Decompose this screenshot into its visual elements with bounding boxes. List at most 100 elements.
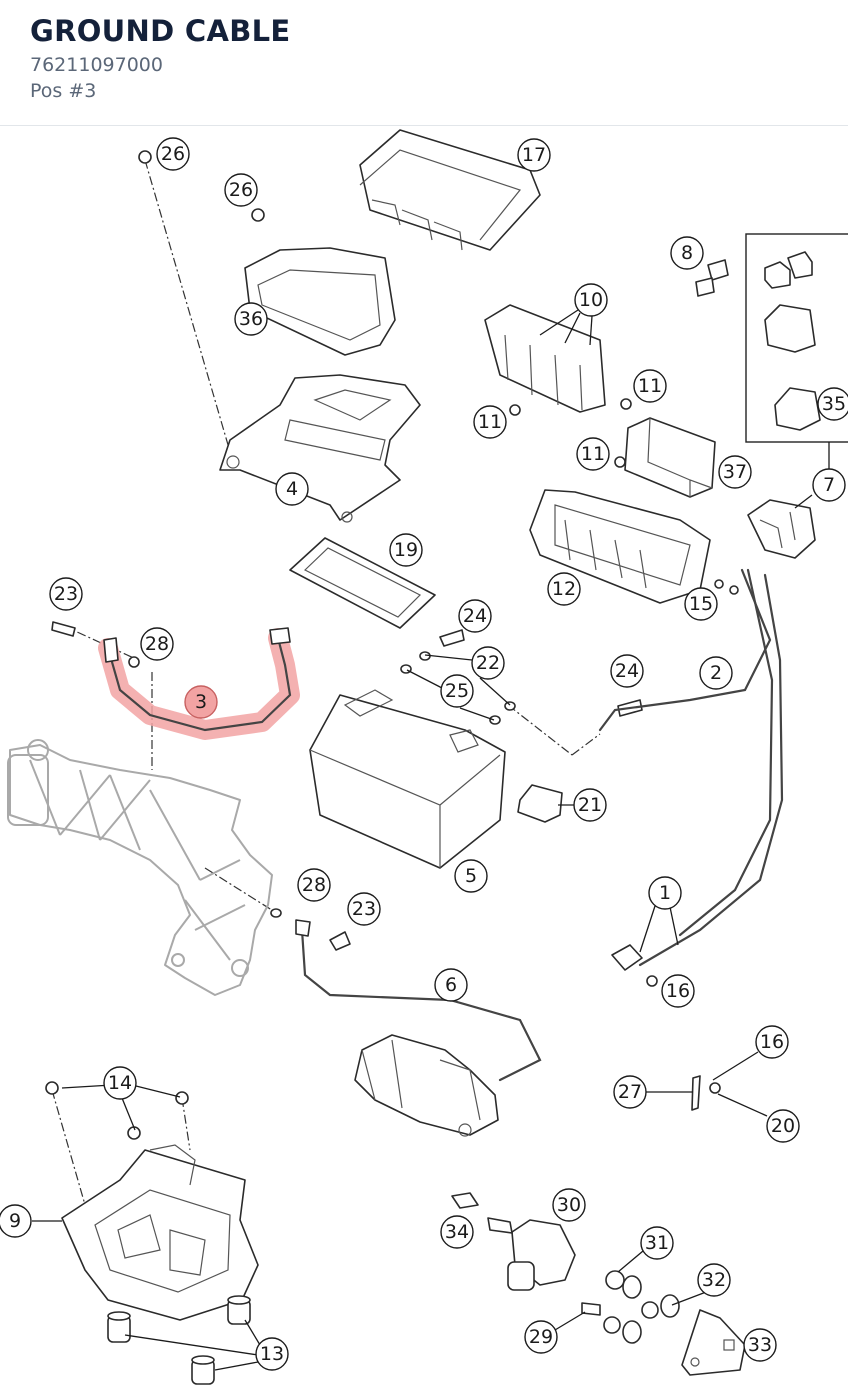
callout-35[interactable]: 35 (817, 387, 848, 421)
callout-9[interactable]: 9 (0, 1204, 32, 1238)
battery (309, 689, 506, 869)
ground-cable-highlight (98, 627, 300, 740)
callout-24a[interactable]: 24 (458, 599, 492, 633)
sensor-switch (507, 1219, 576, 1291)
callout-3[interactable]: 3 (184, 685, 218, 719)
callout-22[interactable]: 22 (471, 646, 505, 680)
ecu-holder (244, 247, 396, 356)
callout-20[interactable]: 20 (766, 1109, 800, 1143)
svg-text:5: 5 (465, 865, 477, 887)
svg-text:14: 14 (108, 1072, 132, 1094)
svg-text:25: 25 (445, 680, 469, 702)
svg-text:24: 24 (463, 605, 487, 627)
callout-14[interactable]: 14 (103, 1066, 137, 1100)
part-title: GROUND CABLE (30, 14, 291, 48)
callout-8[interactable]: 8 (670, 236, 704, 270)
mounting-plate (219, 374, 421, 523)
callout-36[interactable]: 36 (234, 302, 268, 336)
callout-37[interactable]: 37 (718, 455, 752, 489)
callout-26b[interactable]: 26 (224, 173, 258, 207)
starter-motor (354, 1034, 499, 1137)
svg-text:29: 29 (529, 1326, 553, 1348)
callout-31[interactable]: 31 (640, 1226, 674, 1260)
rubber-pad (289, 537, 436, 629)
svg-text:33: 33 (748, 1334, 772, 1356)
callout-11a[interactable]: 11 (633, 369, 667, 403)
callout-28b[interactable]: 28 (297, 868, 331, 902)
svg-text:23: 23 (54, 583, 78, 605)
callout-26a[interactable]: 26 (156, 137, 190, 171)
svg-text:11: 11 (638, 375, 662, 397)
svg-text:1: 1 (659, 882, 671, 904)
callout-19[interactable]: 19 (389, 533, 423, 567)
svg-text:23: 23 (352, 898, 376, 920)
svg-text:12: 12 (552, 578, 576, 600)
svg-text:3: 3 (195, 691, 207, 713)
svg-text:7: 7 (823, 474, 835, 496)
callout-23a[interactable]: 23 (49, 577, 83, 611)
wiring-cables (295, 568, 784, 1082)
callout-leaders (32, 309, 813, 1371)
relay-block (484, 304, 606, 413)
svg-text:11: 11 (478, 411, 502, 433)
part-header: GROUND CABLE 76211097000 Pos #3 (0, 0, 848, 126)
svg-text:8: 8 (681, 242, 693, 264)
callout-25[interactable]: 25 (440, 674, 474, 708)
ecu-unit (359, 129, 541, 251)
svg-text:6: 6 (445, 974, 457, 996)
callout-30[interactable]: 30 (552, 1188, 586, 1222)
callout-28a[interactable]: 28 (140, 627, 174, 661)
svg-text:28: 28 (302, 874, 326, 896)
callout-21[interactable]: 21 (573, 788, 607, 822)
callout-15[interactable]: 15 (684, 587, 718, 621)
svg-text:32: 32 (702, 1269, 726, 1291)
callout-4[interactable]: 4 (275, 472, 309, 506)
starter-relay (747, 499, 816, 559)
part-position: Pos #3 (30, 80, 97, 102)
callout-7[interactable]: 7 (812, 468, 846, 502)
rubber-mounts (107, 1295, 251, 1385)
fuses (695, 259, 729, 297)
callout-16a[interactable]: 16 (661, 974, 695, 1008)
callout-32[interactable]: 32 (697, 1263, 731, 1297)
svg-text:4: 4 (286, 478, 298, 500)
control-module (624, 417, 716, 498)
callout-11c[interactable]: 11 (576, 437, 610, 471)
svg-text:22: 22 (476, 652, 500, 674)
svg-text:11: 11 (581, 443, 605, 465)
battery-holder (61, 1144, 259, 1321)
svg-text:31: 31 (645, 1232, 669, 1254)
svg-text:10: 10 (579, 289, 603, 311)
callout-13[interactable]: 13 (255, 1337, 289, 1371)
frame-illustration (7, 739, 273, 996)
svg-text:35: 35 (822, 393, 846, 415)
svg-text:15: 15 (689, 593, 713, 615)
hardware-screws (45, 150, 739, 1316)
callout-10[interactable]: 10 (574, 283, 608, 317)
callout-5[interactable]: 5 (454, 859, 488, 893)
callout-24b[interactable]: 24 (610, 654, 644, 688)
callout-17[interactable]: 17 (517, 138, 551, 172)
svg-text:37: 37 (723, 461, 747, 483)
svg-text:27: 27 (618, 1081, 642, 1103)
callout-1[interactable]: 1 (648, 876, 682, 910)
callout-11b[interactable]: 11 (473, 405, 507, 439)
callout-16b[interactable]: 16 (755, 1025, 789, 1059)
callout-33[interactable]: 33 (743, 1328, 777, 1362)
callout-34[interactable]: 34 (440, 1215, 474, 1249)
fuse-box-tray (529, 489, 711, 604)
callout-23b[interactable]: 23 (347, 892, 381, 926)
svg-text:24: 24 (615, 660, 639, 682)
svg-text:9: 9 (9, 1210, 21, 1232)
svg-text:19: 19 (394, 539, 418, 561)
svg-text:28: 28 (145, 633, 169, 655)
callout-2[interactable]: 2 (699, 656, 733, 690)
svg-text:26: 26 (161, 143, 185, 165)
svg-text:20: 20 (771, 1115, 795, 1137)
callout-29[interactable]: 29 (524, 1320, 558, 1354)
callout-12[interactable]: 12 (547, 572, 581, 606)
svg-text:36: 36 (239, 308, 263, 330)
svg-text:16: 16 (666, 980, 690, 1002)
callout-6[interactable]: 6 (434, 968, 468, 1002)
callout-27[interactable]: 27 (613, 1075, 647, 1109)
